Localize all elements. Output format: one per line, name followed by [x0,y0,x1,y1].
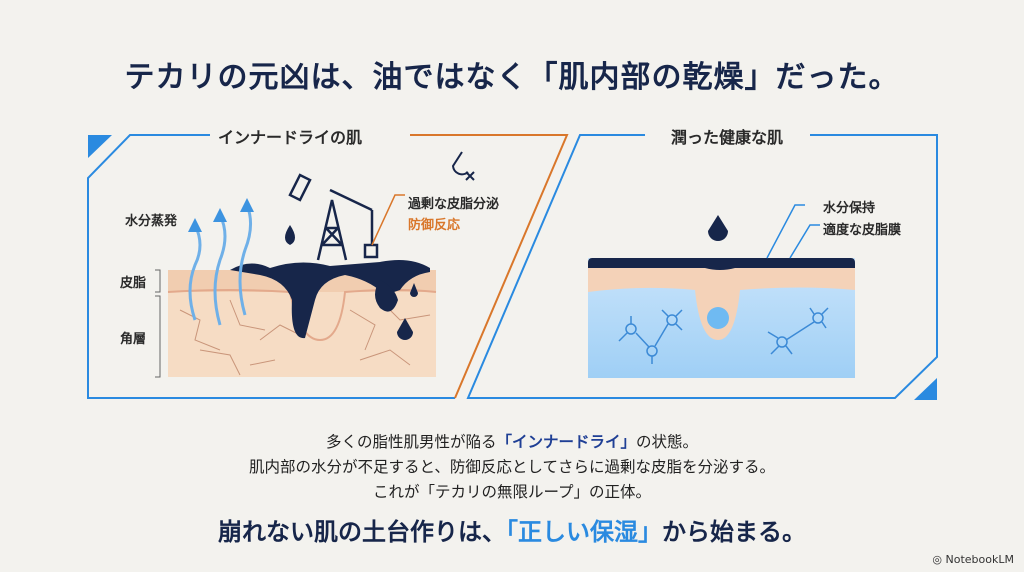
closing-text: 崩れない肌の土台作りは、 [218,518,506,546]
body-line-3: これが「テカリの無限ループ」の正体。 [372,483,652,501]
left-panel-title: インナードライの肌 [209,124,371,148]
water-drop-icon [708,215,728,241]
closing-text: から始まる。 [662,518,806,546]
left-panel-frame [87,134,569,399]
label-defense-reaction: 防御反応 [408,218,461,233]
body-line-1: 多くの脂性肌男性が陥る「インナードライ」の状態。 [0,430,1024,452]
brand-watermark: ◎ NotebookLM [932,553,1014,566]
healthy-skin-illustration [588,204,855,378]
dry-skin-illustration [155,151,475,378]
oil-pump-icon [288,173,379,261]
label-evaporation: 水分蒸発 [125,214,178,229]
label-sebum: 皮脂 [120,276,147,291]
brand-label: NotebookLM [945,553,1014,566]
right-panel-title: 潤った健康な肌 [662,124,792,148]
body-emphasis: 「インナードライ」 [496,433,636,451]
page-title: テカリの元凶は、油ではなく「肌内部の乾燥」だった。 [124,60,900,95]
evaporation-arrows [188,204,252,326]
water-drop-cross-icon [451,151,475,181]
label-sebum-film: 適度な皮脂膜 [823,223,902,238]
body-text: 多くの脂性肌男性が陥る [325,433,497,451]
notebooklm-logo-icon: ◎ [932,553,946,566]
oil-blob [230,260,430,339]
body-text: の状態。 [636,433,699,451]
label-stratum-corneum: 角層 [120,332,147,347]
body-line-2: 肌内部の水分が不足すると、防御反応としてさらに過剰な皮脂を分泌する。 [249,458,775,476]
closing-statement: 崩れない肌の土台作りは、「正しい保湿」から始まる。 [0,512,1024,547]
right-panel-frame [466,134,938,400]
closing-emphasis: 「正しい保湿」 [506,518,662,546]
label-moisture-retention: 水分保持 [823,201,876,216]
label-excess-sebum: 過剰な皮脂分泌 [408,197,500,212]
